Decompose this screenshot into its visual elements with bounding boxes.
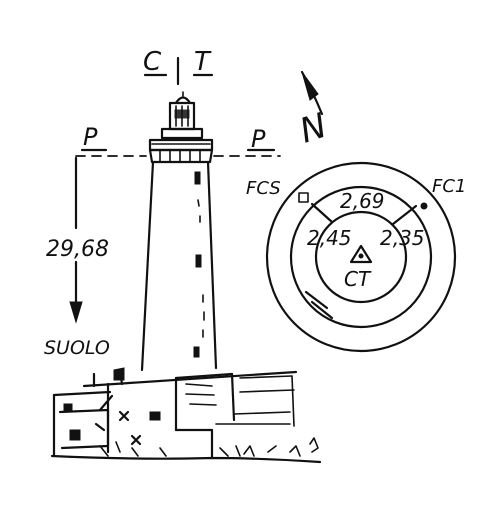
inner-ring [314, 210, 408, 304]
height-dimension: 29,68 SUOLO [44, 156, 110, 359]
lighthouse-tower [140, 91, 218, 372]
pp-label-right: P [251, 125, 266, 153]
middle-ring [289, 185, 433, 329]
ct-label-t: T [194, 47, 212, 77]
fc1-marker [420, 202, 428, 210]
fc1-label: FC1 [432, 176, 466, 197]
distance-left: 2,45 [307, 226, 352, 250]
pp-plane-line: P P [75, 123, 281, 157]
distance-top: 2,69 [340, 189, 385, 213]
center-triangle [349, 244, 373, 264]
plan-view: FCS FC1 2,69 2,45 2,35 CT [246, 161, 466, 353]
pp-label-left: P [83, 123, 98, 151]
north-arrow: N [295, 70, 332, 152]
base-buildings [50, 367, 322, 464]
fcs-label: FCS [246, 178, 281, 199]
ct-reference: C T [143, 47, 214, 86]
fcs-marker [298, 192, 309, 203]
outer-ring [265, 161, 457, 353]
north-label: N [295, 106, 332, 152]
height-value: 29,68 [46, 237, 109, 262]
ct-label-c: C [143, 47, 162, 77]
distance-right: 2,35 [380, 226, 425, 250]
center-label: CT [344, 267, 372, 291]
ground-label: SUOLO [44, 337, 110, 359]
